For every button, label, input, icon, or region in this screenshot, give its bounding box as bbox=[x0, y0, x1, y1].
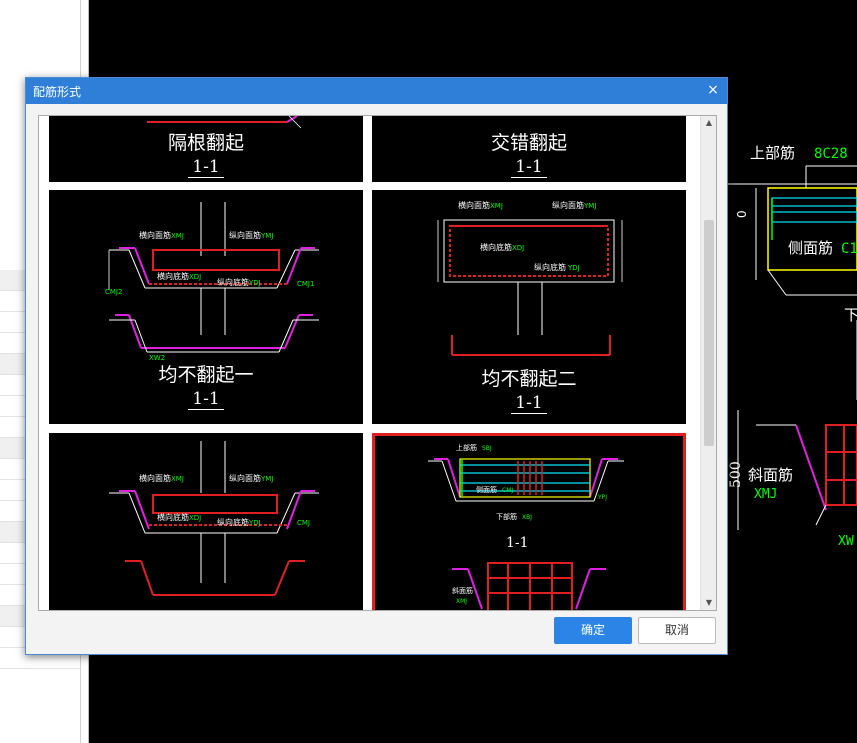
option-3-drawing: 横向面筋 XMJ 纵向面筋 YMJ 横向底筋 XDJ 纵向底筋 YDJ bbox=[437, 200, 623, 356]
t4-cmj: CMJ bbox=[297, 519, 310, 527]
close-icon[interactable]: × bbox=[707, 82, 719, 98]
t4-xmj: XMJ bbox=[171, 475, 184, 483]
option-1-name: 交错翻起 bbox=[490, 132, 567, 154]
t5-bottom-bar: 下部筋 bbox=[496, 512, 517, 521]
cad-partial-xia: 下 bbox=[844, 306, 857, 324]
cad-partial-xw: XW bbox=[838, 534, 854, 549]
t5-section: 1-1 bbox=[506, 535, 529, 551]
option-4-drawing: 横向面筋 XMJ 纵向面筋 YMJ 横向底筋 XDJ 纵向底筋 YDJ CMJ bbox=[109, 441, 319, 596]
option-0-drawing bbox=[147, 116, 302, 129]
t2-cmj2: CMJ2 bbox=[105, 288, 122, 296]
t4-transverse-bottom: 横向底筋 bbox=[157, 512, 189, 522]
t4-longitudinal-face: 纵向面筋 bbox=[229, 473, 261, 483]
t2-xw2: XW2 bbox=[149, 354, 165, 362]
t5-ypj: YPJ bbox=[597, 494, 607, 501]
option-1-section: 1-1 bbox=[511, 157, 547, 178]
t4-ymj: YMJ bbox=[260, 475, 273, 483]
cad-side-face-label: 侧面筋 bbox=[788, 239, 833, 257]
dialog-title: 配筋形式 bbox=[33, 85, 82, 99]
option-3-name: 均不翻起二 bbox=[481, 368, 577, 390]
scroll-up-icon[interactable]: ▲ bbox=[705, 118, 713, 127]
cad-top-bar-spec: 8C28 bbox=[814, 146, 848, 162]
t2-longitudinal-bottom: 纵向底筋 bbox=[217, 277, 249, 287]
t2-longitudinal-face: 纵向面筋 bbox=[229, 230, 261, 240]
t5-side-face: 侧面筋 bbox=[476, 485, 497, 494]
option-tile-5-selected[interactable]: 上部筋 SBJ 侧面筋 CMJ 下部筋 XBJ YPJ 1-1 斜面筋 XM bbox=[372, 433, 686, 610]
option-1-caption: 交错翻起 1-1 bbox=[372, 128, 686, 178]
t4-xdj: XDJ bbox=[189, 514, 201, 522]
t3-longitudinal-bottom: 纵向底筋 bbox=[534, 262, 566, 272]
t3-longitudinal-face: 纵向面筋 bbox=[552, 200, 584, 210]
option-2-section: 1-1 bbox=[188, 389, 224, 410]
option-2-drawing: 横向面筋 XMJ 纵向面筋 YMJ 横向底筋 XDJ 纵向底筋 YDJ CMJ2… bbox=[105, 202, 319, 362]
t3-ymj: YMJ bbox=[583, 202, 596, 210]
option-tile-1[interactable]: 交错翻起 1-1 bbox=[372, 116, 686, 182]
t5-sbj: SBJ bbox=[482, 445, 492, 452]
option-0-name: 隔根翻起 bbox=[167, 132, 244, 154]
t3-transverse-face: 横向面筋 bbox=[458, 200, 490, 210]
option-5-drawing: 上部筋 SBJ 侧面筋 CMJ 下部筋 XBJ YPJ 1-1 斜面筋 XM bbox=[428, 443, 624, 610]
cad-slope-face-label: 斜面筋 bbox=[748, 466, 793, 484]
cad-xmj-label: XMJ bbox=[754, 487, 777, 502]
t2-ydj: YDJ bbox=[248, 279, 261, 287]
scroll-down-icon[interactable]: ▼ bbox=[705, 598, 713, 607]
option-0-section: 1-1 bbox=[188, 157, 224, 178]
rebar-form-dialog: 配筋形式 × 隔根翻起 1-1 交错翻起 1-1 bbox=[25, 77, 728, 655]
option-tile-2[interactable]: 横向面筋 XMJ 纵向面筋 YMJ 横向底筋 XDJ 纵向底筋 YDJ CMJ2… bbox=[49, 190, 363, 424]
t4-longitudinal-bottom: 纵向底筋 bbox=[217, 517, 249, 527]
t2-xmj: XMJ bbox=[171, 232, 184, 240]
ok-button[interactable]: 确定 bbox=[554, 617, 632, 644]
cad-top-bar-label: 上部筋 bbox=[750, 144, 795, 162]
t5-slope-face: 斜面筋 bbox=[452, 586, 473, 595]
cad-side-face-spec: C1 bbox=[841, 241, 857, 257]
t5-cmj: CMJ bbox=[502, 487, 513, 494]
option-tile-4[interactable]: 横向面筋 XMJ 纵向面筋 YMJ 横向底筋 XDJ 纵向底筋 YDJ CMJ bbox=[49, 433, 363, 610]
host-table-row[interactable] bbox=[0, 648, 80, 669]
cancel-button[interactable]: 取消 bbox=[638, 617, 716, 644]
dialog-titlebar[interactable]: 配筋形式 × bbox=[26, 78, 727, 104]
t4-transverse-face: 横向面筋 bbox=[139, 473, 171, 483]
scroll-thumb[interactable] bbox=[704, 220, 714, 446]
option-tile-0[interactable]: 隔根翻起 1-1 bbox=[49, 116, 363, 182]
option-2-name: 均不翻起一 bbox=[158, 364, 254, 386]
options-scrollbar[interactable]: ▲ ▼ bbox=[700, 116, 716, 610]
t2-ymj: YMJ bbox=[260, 232, 273, 240]
t5-xmj: XMJ bbox=[456, 598, 467, 605]
cad-dim-500: 500 bbox=[728, 461, 744, 488]
option-3-caption: 均不翻起二 1-1 bbox=[372, 364, 686, 414]
background-cad-drawing[interactable]: 上部筋 8C28 侧面筋 C1 0 下 500 斜面筋 XMJ XW bbox=[726, 100, 857, 560]
t5-top-bar: 上部筋 bbox=[456, 443, 477, 452]
t3-ydj: YDJ bbox=[567, 264, 580, 272]
option-tile-3[interactable]: 横向面筋 XMJ 纵向面筋 YMJ 横向底筋 XDJ 纵向底筋 YDJ 均不翻起… bbox=[372, 190, 686, 424]
cad-dim-0: 0 bbox=[735, 210, 749, 218]
t5-xbj: XBJ bbox=[522, 514, 532, 521]
option-0-caption: 隔根翻起 1-1 bbox=[49, 128, 363, 178]
t3-transverse-bottom: 横向底筋 bbox=[480, 242, 512, 252]
option-2-caption: 均不翻起一 1-1 bbox=[49, 360, 363, 410]
option-3-section: 1-1 bbox=[511, 393, 547, 414]
t2-transverse-bottom: 横向底筋 bbox=[157, 271, 189, 281]
t3-xdj: XDJ bbox=[512, 244, 524, 252]
t2-xdj: XDJ bbox=[189, 273, 201, 281]
t2-cmj1: CMJ1 bbox=[297, 280, 314, 288]
t3-xmj: XMJ bbox=[490, 202, 503, 210]
t4-ydj: YDJ bbox=[248, 519, 261, 527]
options-viewport: 隔根翻起 1-1 交错翻起 1-1 bbox=[38, 115, 717, 611]
t2-transverse-face: 横向面筋 bbox=[139, 230, 171, 240]
